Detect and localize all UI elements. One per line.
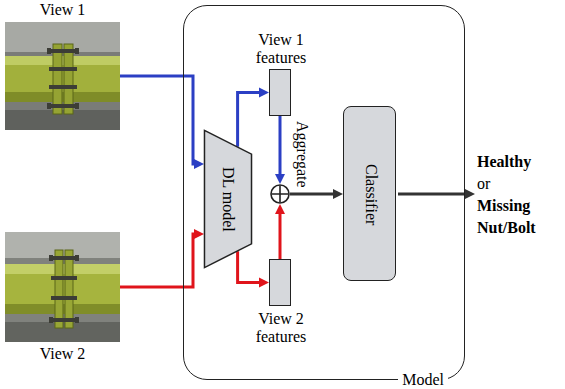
flange [53, 44, 73, 114]
sum-circle [271, 185, 289, 203]
connector [238, 251, 269, 287]
conjunction-label: or [477, 173, 561, 195]
output-labels: HealthyorMissing Nut/Bolt [477, 151, 561, 239]
heading-label: View 1 features [246, 31, 316, 67]
connector [275, 204, 285, 259]
connector-line [238, 93, 260, 147]
rotated-label-wrap: Aggregate [293, 121, 311, 188]
feature-vector: View 1 features [269, 69, 291, 116]
arrow-head [259, 278, 269, 288]
rotated-label-wrap: DL model [219, 167, 237, 232]
plus-sign [272, 186, 289, 203]
flange-photo [5, 22, 120, 130]
trapezoid-outline [204, 130, 251, 267]
arrow-head [275, 204, 285, 214]
connector [238, 88, 269, 147]
view-image: View 1 [5, 22, 120, 130]
connector-line [279, 213, 282, 259]
rotated-label-wrap: Classifier [362, 164, 380, 225]
caption-label: View 2 [5, 345, 120, 363]
class-label: Healthy [477, 151, 561, 173]
classifier-box: Classifier [343, 106, 396, 281]
rotated-label: DL model [219, 167, 237, 232]
arrow-head [275, 174, 285, 184]
container-label: Model [398, 371, 448, 389]
rotated-label: Classifier [362, 164, 380, 225]
output-arrow-line [398, 193, 466, 196]
connector [275, 116, 285, 184]
flange-photo [5, 232, 120, 342]
photo-ground [5, 232, 120, 342]
arrow-head [333, 189, 343, 199]
arrow-head [194, 229, 204, 239]
bolts [47, 48, 79, 109]
bolts [49, 255, 79, 323]
aggregate-circle: Aggregate [270, 184, 290, 204]
rotated-label: Aggregate [293, 121, 311, 188]
dl-model-trapezoid: DL model [204, 129, 252, 269]
arrow-head [259, 88, 269, 98]
connector [120, 76, 204, 169]
connector-line [290, 193, 334, 196]
flange [55, 250, 73, 328]
arrow-head [194, 159, 204, 169]
connector-line [238, 251, 260, 282]
photo-ground [5, 22, 120, 130]
view-image: View 2 [5, 232, 120, 342]
class-label: Missing Nut/Bolt [477, 195, 561, 239]
heading-label: View 1 [5, 1, 120, 19]
connector-line [279, 116, 282, 175]
connector [120, 229, 204, 287]
model-container: ModelDL modelView 1 featuresView 2 featu… [183, 5, 465, 380]
output-arrow-head [465, 189, 475, 199]
connector [290, 189, 343, 199]
feature-vector: View 2 features [269, 259, 291, 306]
sum-circle [270, 184, 290, 204]
caption-label: View 2 features [246, 310, 316, 346]
